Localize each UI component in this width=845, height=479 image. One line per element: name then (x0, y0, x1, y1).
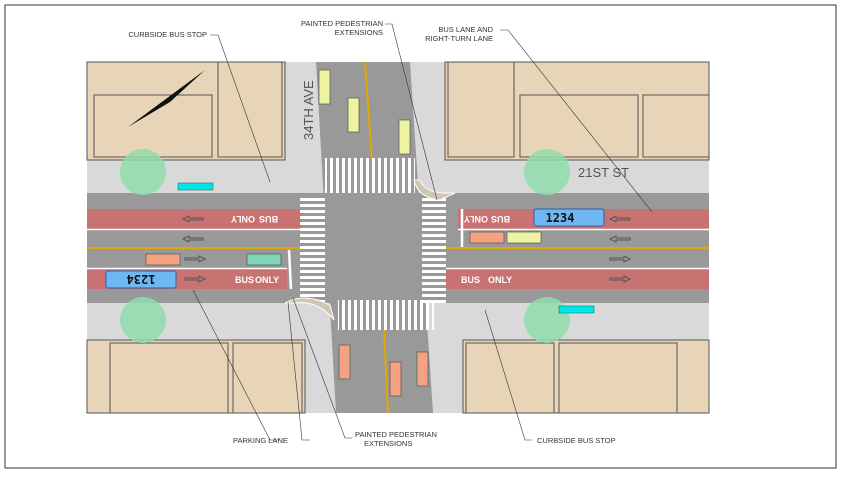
bus-eastbound-number: 1234 (127, 272, 156, 286)
marking-only-1: ONLY (231, 214, 255, 224)
lane-arrows (181, 215, 632, 283)
trees (120, 149, 570, 343)
crosswalks (300, 158, 446, 330)
label-buslane-1: BUS LANE AND (438, 25, 493, 34)
painted-extension-bottom (284, 297, 335, 321)
label-painted-bottom-1: PAINTED PEDESTRIAN (355, 430, 437, 439)
lane-lines (87, 209, 709, 290)
label-curbside-top: CURBSIDE BUS STOP (128, 30, 207, 39)
bus-shelter-west (177, 182, 214, 191)
bus-eastbound (105, 270, 177, 289)
bus-shelter-east (558, 305, 595, 314)
north-arrow-icon (128, 70, 205, 127)
marking-only-2: ONLY (464, 214, 488, 224)
label-parking: PARKING LANE (233, 436, 288, 445)
bus-westbound-number: 1234 (546, 211, 575, 225)
street-name: 21ST ST (578, 165, 629, 180)
bus-lane-west-left (87, 209, 302, 229)
marking-bus-4: BUS (461, 275, 480, 285)
city-blocks (86, 61, 710, 414)
painted-extension-top (413, 179, 456, 201)
avenue-center-line-bottom (383, 329, 389, 414)
leader-lines (192, 23, 653, 441)
marking-bus-1: BUS (259, 214, 278, 224)
cars (145, 69, 542, 397)
marking-bus-2: BUS (491, 214, 510, 224)
label-painted-top-2: EXTENSIONS (335, 28, 383, 37)
bus-westbound (533, 208, 605, 227)
marking-only-3: ONLY (255, 275, 279, 285)
label-painted-bottom-2: EXTENSIONS (364, 439, 412, 448)
avenue-center-line-top (364, 61, 373, 161)
label-curbside-bottom: CURBSIDE BUS STOP (537, 436, 616, 445)
marking-bus-3: BUS (235, 275, 254, 285)
label-painted-top-1: PAINTED PEDESTRIAN (301, 19, 383, 28)
avenue-name: 34TH AVE (301, 80, 316, 140)
label-buslane-2: RIGHT-TURN LANE (425, 34, 493, 43)
bus-lane-east-right (446, 269, 709, 289)
marking-only-4: ONLY (488, 275, 512, 285)
